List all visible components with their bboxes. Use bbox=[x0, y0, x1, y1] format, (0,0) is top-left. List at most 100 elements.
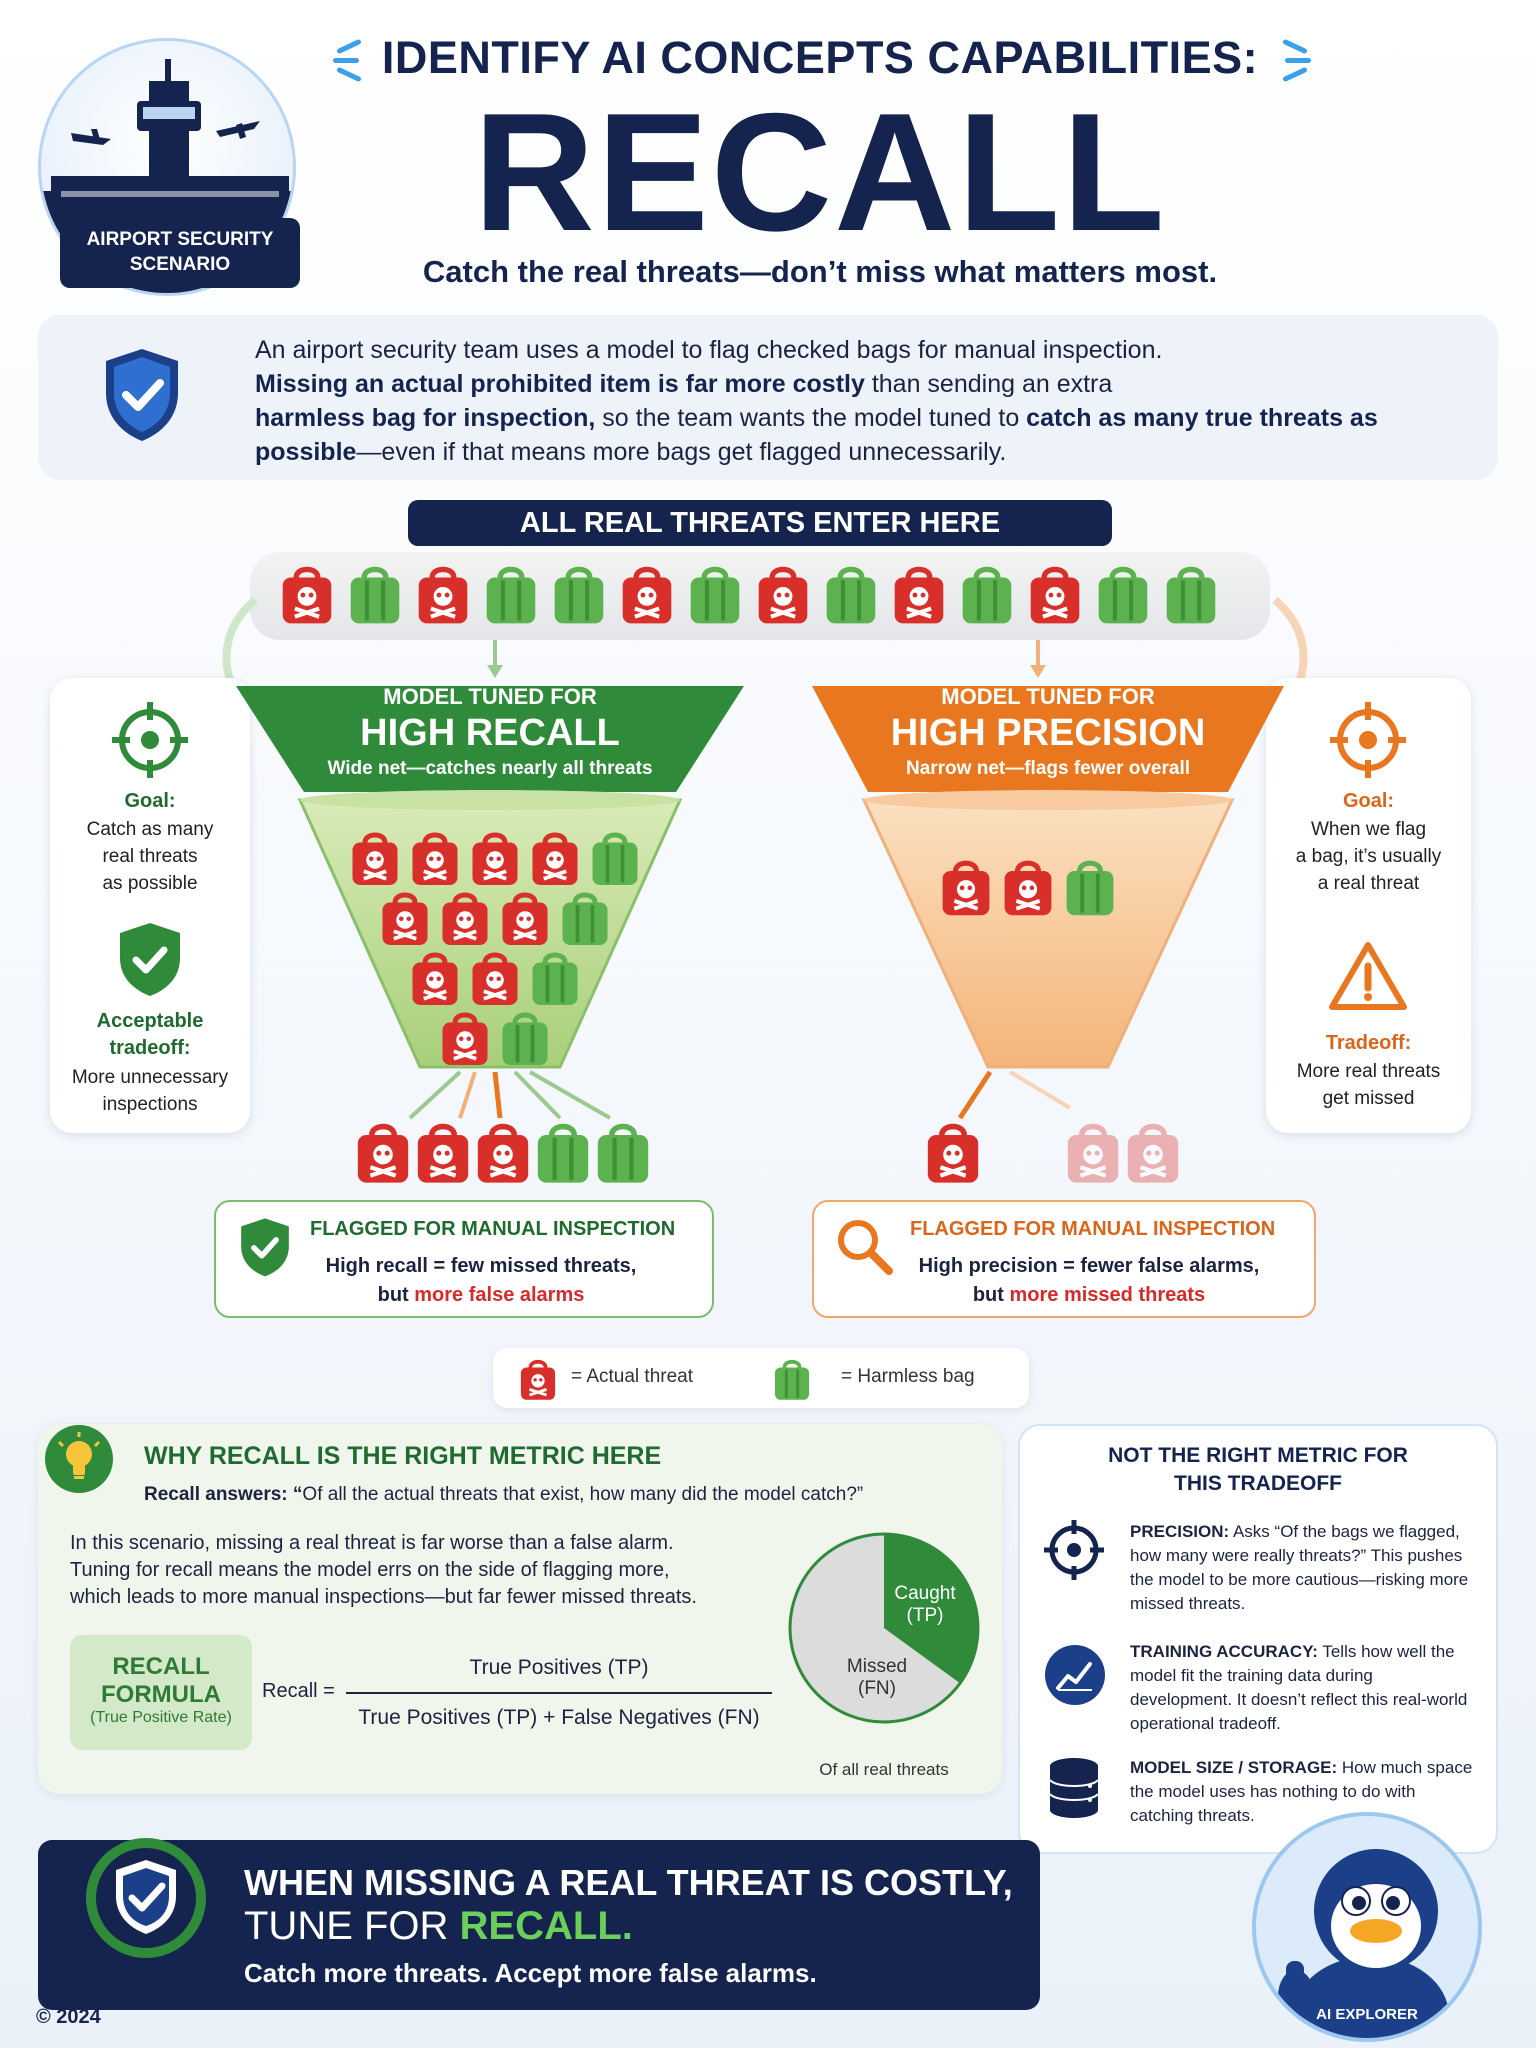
recall-tradeoff-heading: Acceptable bbox=[96, 1010, 204, 1032]
database-icon bbox=[1046, 1756, 1102, 1825]
not-right-title: THIS TRADEOFF bbox=[1174, 1472, 1342, 1495]
threat-bag-icon bbox=[520, 1359, 556, 1400]
precision-funnel-kicker: MODEL TUNED FOR bbox=[941, 684, 1155, 709]
pie-caught-label: Caught (TP) bbox=[880, 1583, 970, 1627]
precision-goal-line: When we flag bbox=[1310, 819, 1427, 840]
why-body-line: In this scenario, missing a real threat … bbox=[70, 1532, 674, 1554]
threat-bag-icon bbox=[352, 832, 398, 885]
harmless-bag-icon bbox=[532, 952, 578, 1005]
recall-flagged-emphasis: more false alarms bbox=[414, 1284, 585, 1306]
intro-part-1: An airport security team uses a model to… bbox=[255, 336, 1163, 364]
footer-line-2: TUNE FOR RECALL. bbox=[244, 1904, 633, 1949]
precision-output-bags bbox=[927, 1123, 1179, 1183]
recall-goal-line: Catch as many bbox=[86, 819, 214, 840]
model-size-item: MODEL SIZE / STORAGE: How much space the… bbox=[1130, 1756, 1475, 1828]
precision-goal-heading: Goal: bbox=[1342, 790, 1395, 812]
badge-line-2: SCENARIO bbox=[129, 254, 231, 275]
recall-flagged-box: FLAGGED FOR MANUAL INSPECTION High recal… bbox=[214, 1200, 714, 1318]
threat-bag-icon bbox=[477, 1123, 529, 1183]
why-body-line: Tuning for recall means the model errs o… bbox=[70, 1559, 670, 1581]
recall-funnel-title: HIGH RECALL bbox=[360, 712, 620, 754]
recall-flagged-line: High recall = few missed threats, bbox=[325, 1255, 637, 1277]
intro-part-4: —even if that means more bags get flagge… bbox=[356, 438, 1007, 466]
recall-definition-part: Recall answers: “ bbox=[144, 1484, 303, 1505]
footer-line-1: WHEN MISSING A REAL THREAT IS COSTLY, bbox=[244, 1862, 1013, 1903]
precision-item-text: Asks “Of the bags we flagged, how many w… bbox=[1130, 1522, 1469, 1613]
threat-bag-icon bbox=[502, 892, 548, 945]
formula-denominator: True Positives (TP) + False Negatives (F… bbox=[358, 1706, 760, 1729]
threat-bag-icon bbox=[1004, 860, 1052, 916]
threat-bag-icon bbox=[357, 1123, 409, 1183]
why-recall-title: WHY RECALL IS THE RIGHT METRIC HERE bbox=[144, 1442, 662, 1470]
copyright: © 2024 bbox=[36, 2006, 101, 2028]
footer-banner bbox=[38, 1840, 1040, 2010]
formula-lhs: Recall = bbox=[262, 1680, 335, 1702]
threat-bag-icon bbox=[472, 832, 518, 885]
pie-caught-text: (TP) bbox=[906, 1605, 944, 1626]
recall-formula-badge: RECALL FORMULA (True Positive Rate) bbox=[70, 1635, 252, 1750]
harmless-bag-icon bbox=[962, 566, 1012, 624]
formula-title: RECALL bbox=[112, 1653, 210, 1680]
not-right-title: NOT THE RIGHT METRIC FOR bbox=[1108, 1444, 1408, 1467]
precision-tradeoff-heading: Tradeoff: bbox=[1325, 1032, 1412, 1054]
harmless-bag-icon bbox=[537, 1123, 589, 1183]
threat-bag-icon bbox=[1030, 566, 1080, 624]
harmless-bag-icon bbox=[774, 1359, 810, 1400]
recall-funnel-kicker: MODEL TUNED FOR bbox=[383, 684, 597, 709]
pie-caption: Of all real threats bbox=[819, 1760, 949, 1779]
threat-bag-icon bbox=[532, 832, 578, 885]
intro-paragraph: An airport security team uses a model to… bbox=[255, 333, 1405, 469]
training-accuracy-item: TRAINING ACCURACY: Tells how well the mo… bbox=[1130, 1640, 1475, 1736]
recall-goal-heading: Goal: bbox=[124, 790, 176, 812]
threat-bag-icon bbox=[942, 860, 990, 916]
precision-funnel-caption: Narrow net—flags fewer overall bbox=[905, 758, 1191, 779]
precision-funnel-title: HIGH PRECISION bbox=[890, 712, 1206, 754]
threat-bag-icon bbox=[418, 566, 468, 624]
recall-flagged-line: but bbox=[377, 1284, 415, 1306]
pie-caught-text: Caught bbox=[894, 1583, 956, 1604]
pie-missed-text: (FN) bbox=[858, 1678, 896, 1699]
intro-bold-1: Missing an actual prohibited item is far… bbox=[255, 370, 865, 398]
model-size-head: MODEL SIZE / STORAGE: bbox=[1130, 1758, 1338, 1777]
why-recall-body: In this scenario, missing a real threat … bbox=[70, 1530, 790, 1611]
intro-bold-2: harmless bag for inspection, bbox=[255, 404, 596, 432]
line-chart-icon bbox=[1044, 1644, 1106, 1711]
penguin-mascot: AI EXPLORER bbox=[1252, 1812, 1482, 2042]
recall-tradeoff-line: More unnecessary bbox=[71, 1067, 229, 1088]
recall-goal-line: real threats bbox=[102, 846, 198, 867]
badge-line-1: AIRPORT SECURITY bbox=[86, 229, 274, 250]
penguin-mascot-icon bbox=[1278, 1849, 1449, 2038]
footer-recall-word: RECALL. bbox=[459, 1904, 633, 1948]
precision-item-head: PRECISION: bbox=[1130, 1522, 1230, 1541]
recall-funnel-caption: Wide net—catches nearly all threats bbox=[327, 758, 653, 779]
precision-funnel-bags bbox=[942, 860, 1114, 916]
footer-line-3: Catch more threats. Accept more false al… bbox=[244, 1958, 817, 1988]
harmless-bag-icon bbox=[1098, 566, 1148, 624]
mascot-label: AI EXPLORER bbox=[1316, 2006, 1418, 2023]
magnifier-icon bbox=[834, 1216, 894, 1281]
pie-missed-text: Missed bbox=[846, 1656, 908, 1677]
threat-bag-icon bbox=[927, 1123, 979, 1183]
not-right-metric-card: NOT THE RIGHT METRIC FOR THIS TRADEOFF P… bbox=[1018, 1424, 1498, 1854]
precision-flagged-title: FLAGGED FOR MANUAL INSPECTION bbox=[910, 1218, 1276, 1240]
precision-goal-line: a bag, it’s usually bbox=[1295, 846, 1442, 867]
recall-output-bags bbox=[357, 1123, 649, 1183]
harmless-bag-icon bbox=[774, 1359, 810, 1400]
threat-bag-icon bbox=[282, 566, 332, 624]
threat-bag-icon bbox=[758, 566, 808, 624]
target-icon bbox=[110, 700, 190, 785]
precision-goal-line: a real threat bbox=[1317, 873, 1420, 894]
formula-subtitle: (True Positive Rate) bbox=[90, 1709, 232, 1726]
main-title: RECALL bbox=[473, 78, 1167, 266]
threat-bag-icon bbox=[622, 566, 672, 624]
scenario-intro-card bbox=[38, 315, 1498, 480]
recall-tradeoff-heading: tradeoff: bbox=[109, 1037, 191, 1059]
warning-icon bbox=[1328, 940, 1408, 1017]
precision-flagged-emphasis: more missed threats bbox=[1009, 1284, 1206, 1306]
threats-banner: ALL REAL THREATS ENTER HERE bbox=[408, 500, 1112, 546]
precision-item: PRECISION: Asks “Of the bags we flagged,… bbox=[1130, 1520, 1475, 1616]
recall-goal-line: as possible bbox=[102, 873, 198, 894]
why-body-line: which leads to more manual inspections—b… bbox=[70, 1586, 697, 1608]
threat-bag-icon bbox=[412, 952, 458, 1005]
harmless-bag-icon bbox=[350, 566, 400, 624]
